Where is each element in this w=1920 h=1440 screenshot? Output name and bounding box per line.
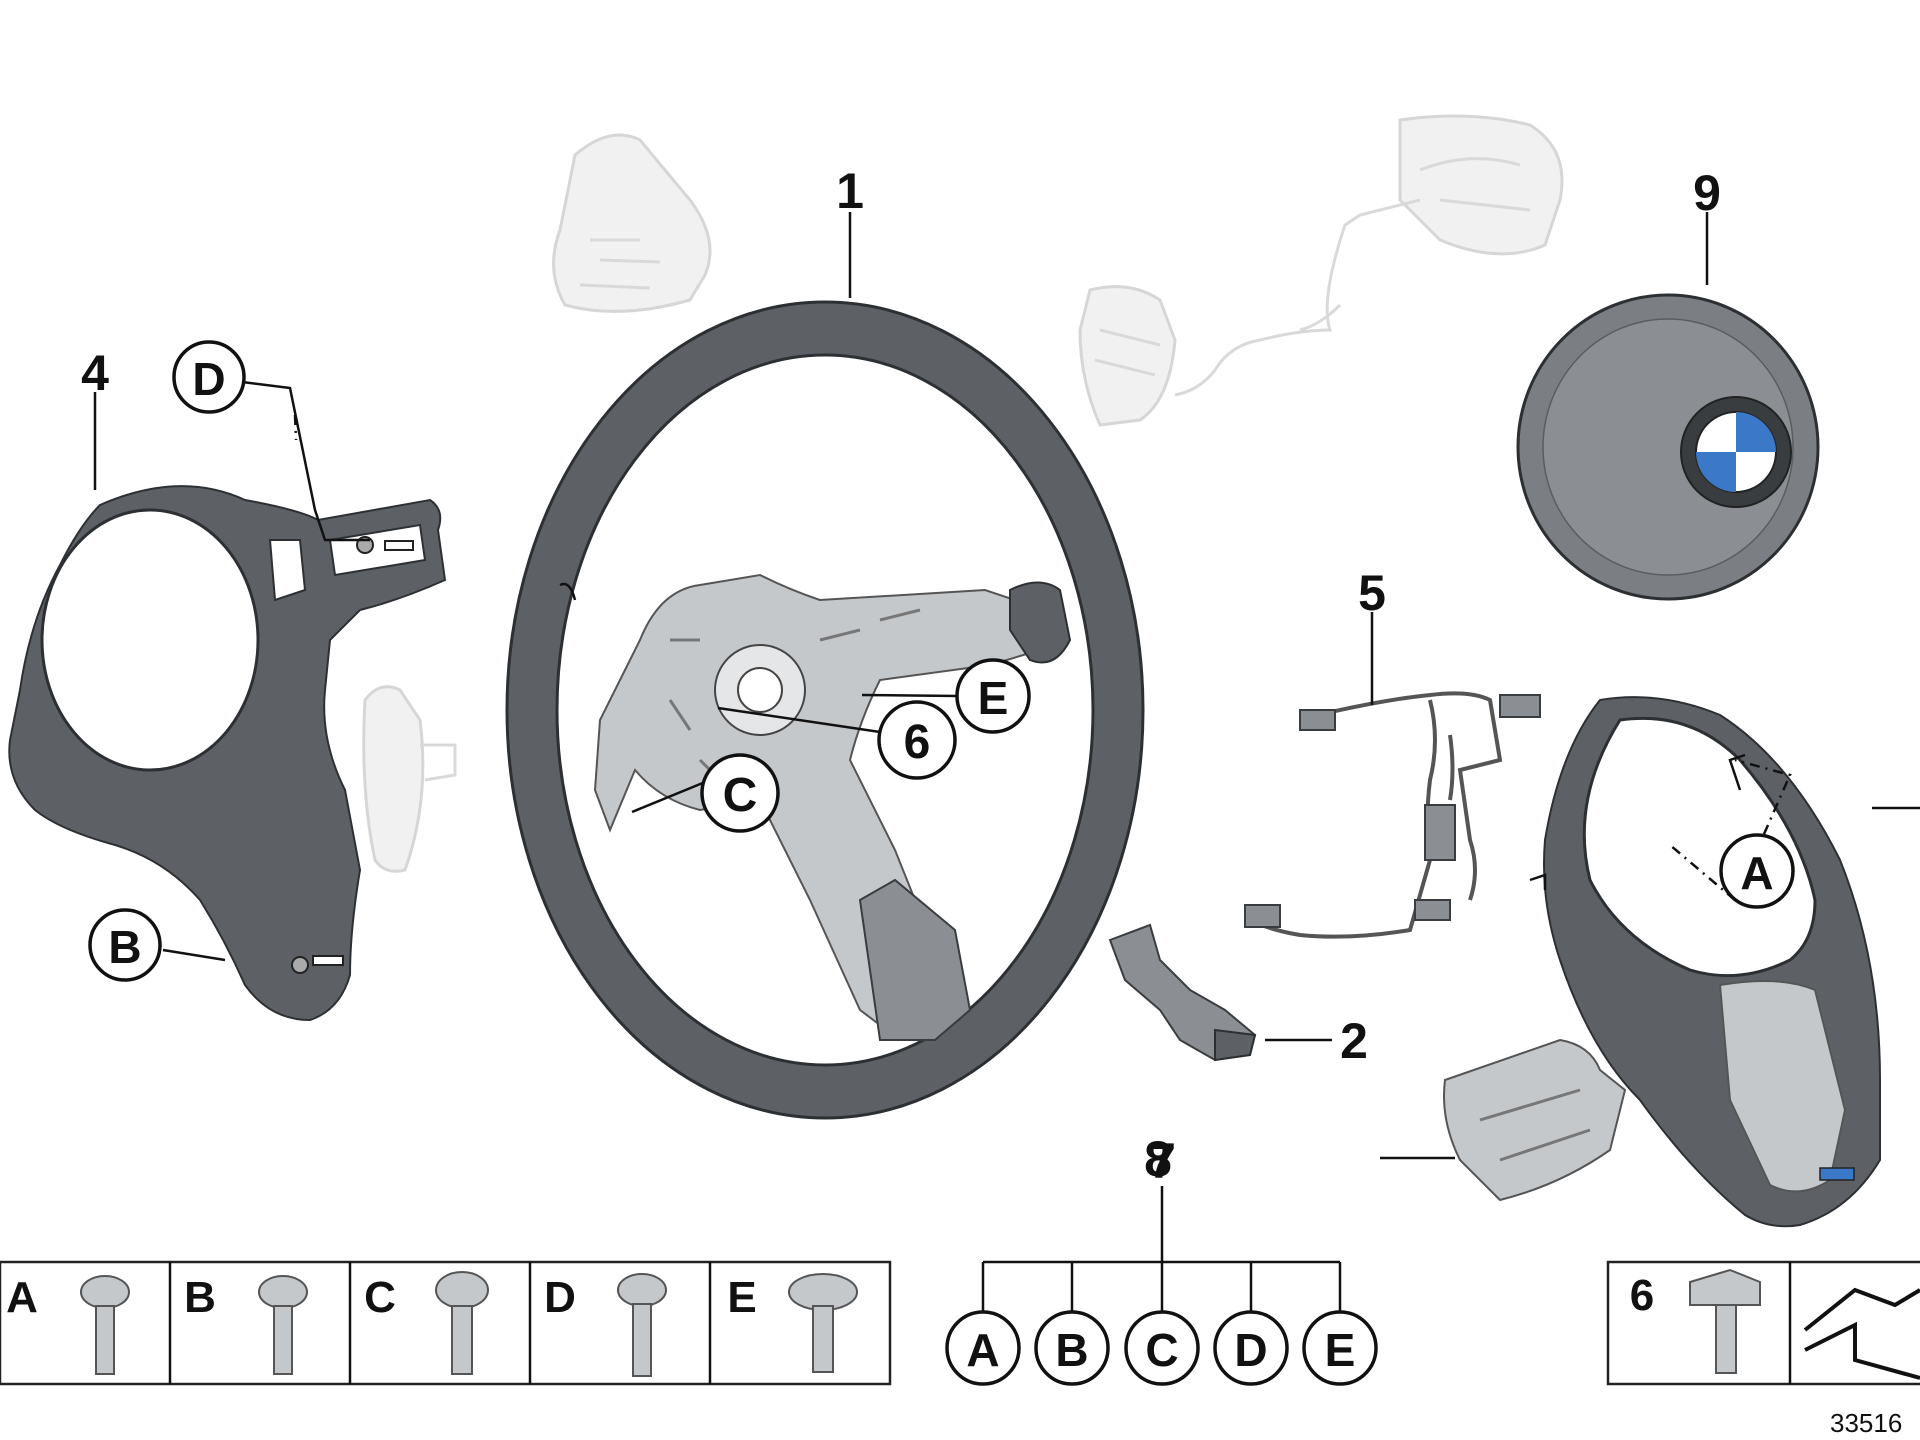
- label-part-4: 4: [81, 345, 109, 401]
- svg-text:6: 6: [904, 716, 931, 769]
- callout-6: 6: [877, 700, 957, 780]
- part-7-item-A: A: [945, 1310, 1021, 1386]
- svg-text:E: E: [1325, 1324, 1356, 1376]
- callout-E: E: [955, 658, 1031, 734]
- ghost-paddle-small: [362, 685, 457, 873]
- screw-cell-D: D: [544, 1273, 667, 1377]
- screw-cell-C: C: [364, 1271, 489, 1375]
- svg-text:B: B: [1055, 1324, 1088, 1376]
- label-part-1: 1: [836, 163, 864, 219]
- screw-cell-E: E: [727, 1273, 858, 1373]
- svg-text:C: C: [364, 1273, 396, 1322]
- svg-text:E: E: [978, 672, 1009, 724]
- part-trim-cover-right: [1529, 696, 1881, 1228]
- svg-text:A: A: [966, 1324, 999, 1376]
- label-part-2: 2: [1340, 1013, 1368, 1069]
- callout-C: C: [700, 753, 780, 833]
- label-part-5: 5: [1358, 565, 1386, 621]
- svg-text:A: A: [6, 1273, 38, 1322]
- box-part-number: 6: [1630, 1271, 1654, 1320]
- svg-text:D: D: [544, 1273, 576, 1322]
- part-number-labels: 1 2 4 5 8 9 7: [81, 163, 1721, 1187]
- svg-text:D: D: [1234, 1324, 1267, 1376]
- leader-lines: [93, 212, 1920, 1160]
- ghost-wiring: [1174, 198, 1421, 397]
- part-4-rear-cover: [8, 485, 447, 1022]
- part-8-bracket: [1443, 1038, 1627, 1202]
- svg-text:D: D: [192, 353, 225, 405]
- part-2-connector: [1108, 923, 1257, 1062]
- callout-A: A: [1719, 833, 1795, 909]
- svg-text:E: E: [727, 1273, 756, 1322]
- callout-D: D: [172, 340, 246, 414]
- label-part-8: 8: [1144, 1131, 1172, 1187]
- part-7-item-B: B: [1034, 1310, 1110, 1386]
- label-part-7: 7: [1148, 1133, 1176, 1189]
- svg-text:C: C: [1145, 1324, 1178, 1376]
- ghost-paddle-left: [552, 133, 712, 313]
- part-7-item-C: C: [1124, 1310, 1200, 1386]
- svg-text:C: C: [723, 769, 758, 822]
- ghost-button-pad-right: [1078, 114, 1564, 427]
- svg-text:B: B: [108, 921, 141, 973]
- callout-B: B: [88, 908, 162, 982]
- part-9-airbag: [1516, 293, 1820, 601]
- part-7-item-E: E: [1302, 1310, 1378, 1386]
- svg-text:B: B: [184, 1273, 216, 1322]
- svg-text:A: A: [1740, 847, 1773, 899]
- bottom-right-box: 6: [1606, 1260, 1920, 1386]
- part-7-item-D: D: [1213, 1310, 1289, 1386]
- label-part-9: 9: [1693, 165, 1721, 221]
- part-7-set: 7: [981, 1133, 1342, 1312]
- part-5-wiring-harness: [1244, 691, 1541, 939]
- part-1-steering-wheel: [505, 300, 1145, 1120]
- drawing-id: 33516: [1830, 1408, 1902, 1438]
- screw-cell-A: A: [6, 1273, 130, 1375]
- screw-cell-B: B: [184, 1273, 308, 1375]
